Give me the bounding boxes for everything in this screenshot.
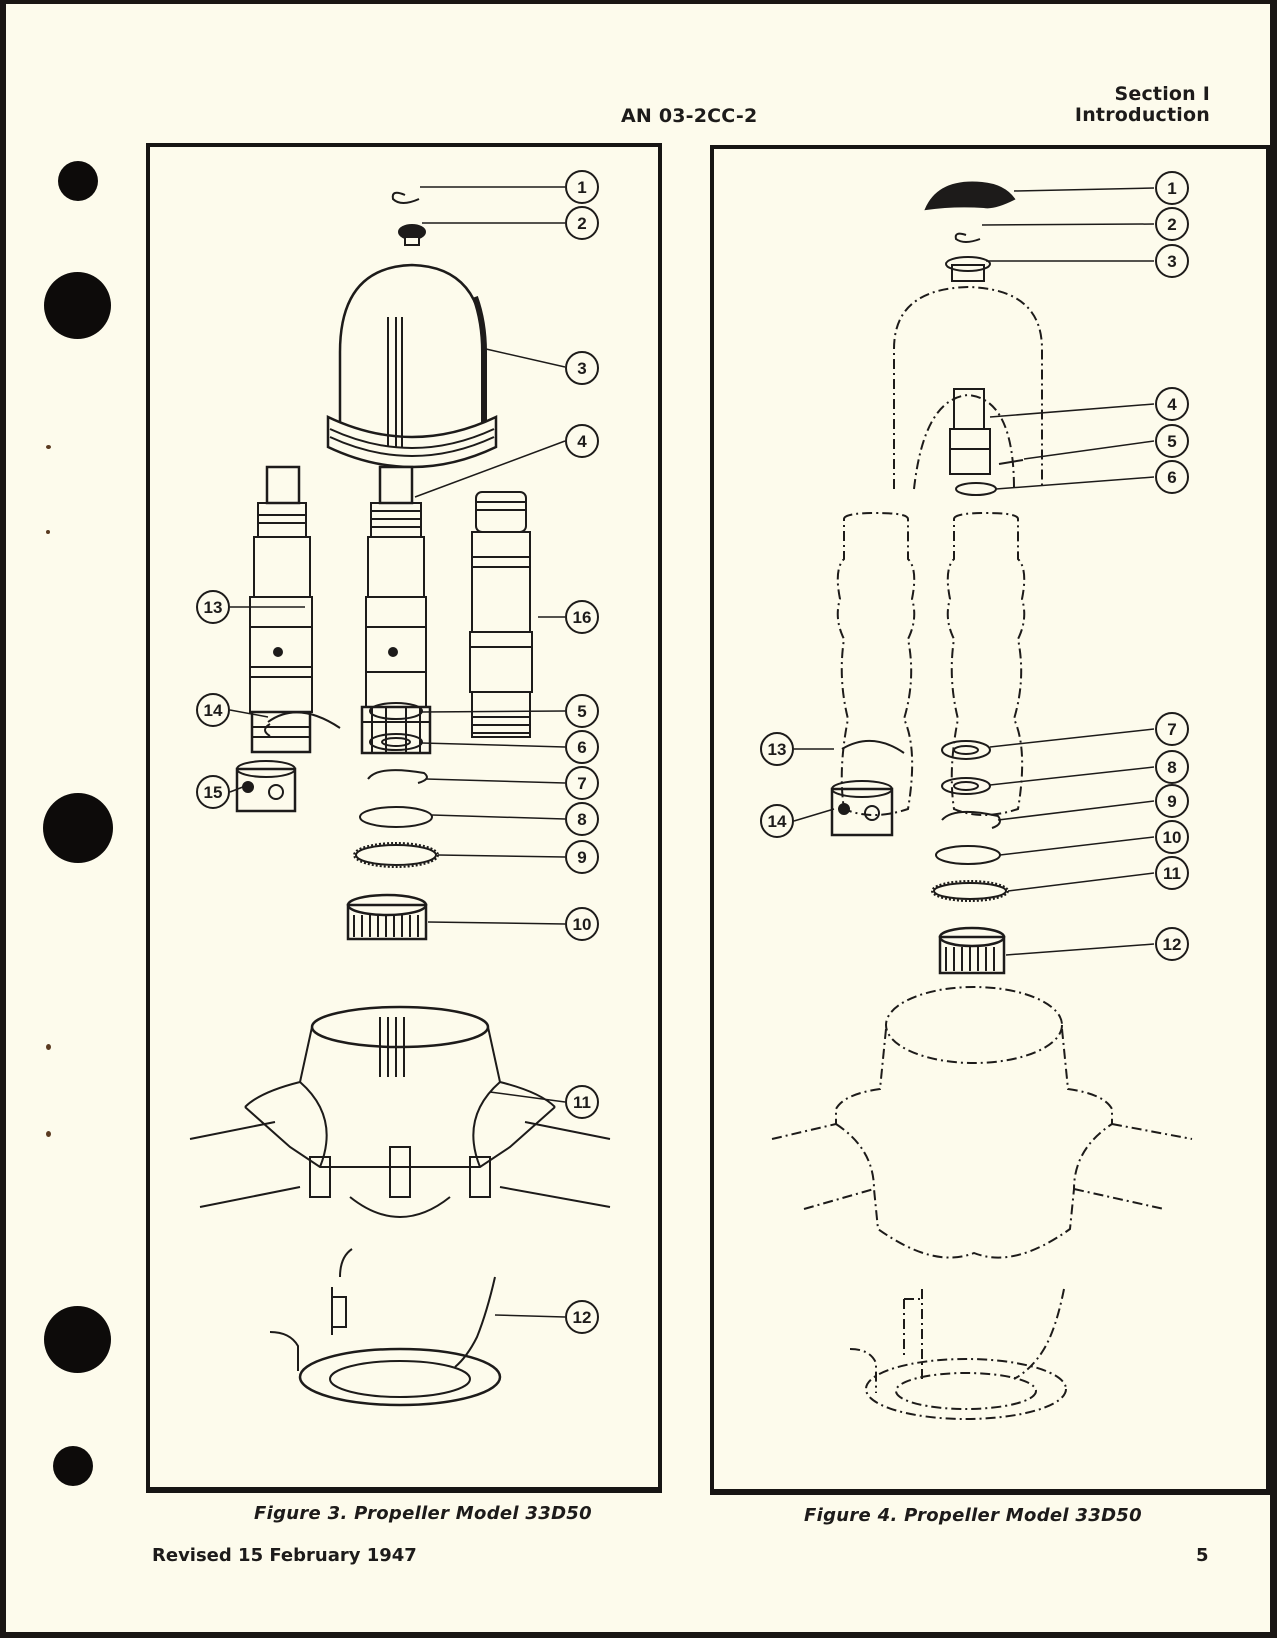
callout-5: 5 [577,702,586,721]
callout-9: 9 [577,848,586,867]
callouts-figure-3 [229,186,566,1318]
column-16 [469,491,533,738]
page-number: 5 [1196,1545,1209,1566]
speck [46,1131,51,1137]
phantom-columns [836,511,1026,816]
hub-11 [189,1005,611,1218]
document-number: AN 03-2CC-2 [621,105,758,127]
column-4 [360,465,432,755]
callout-14: 14 [768,812,787,831]
speck [46,445,51,449]
section-title: Introduction [1074,104,1210,126]
callout-7: 7 [1167,720,1176,739]
figure-3-caption: Figure 3. Propeller Model 33D50 [254,1503,592,1524]
callout-16: 16 [573,608,592,627]
callout-6: 6 [577,738,586,757]
figure-4-illustration: 1 2 3 4 5 6 7 8 9 10 11 12 13 14 [760,171,1193,1420]
figure-4-caption: Figure 4. Propeller Model 33D50 [804,1505,1142,1526]
callout-11: 11 [573,1093,591,1112]
binder-hole [43,793,113,863]
manual-page: AN 03-2CC-2 Section I Introduction [6,4,1270,1632]
column-13 [249,465,313,754]
callout-8: 8 [1167,758,1176,777]
callout-11: 11 [1163,864,1181,883]
linkage-12 [269,1248,502,1407]
section-label: Section I [1114,83,1210,105]
phantom-hub [771,986,1193,1420]
binder-hole [58,161,98,201]
callout-1: 1 [1167,179,1176,198]
callout-12: 12 [573,1308,592,1327]
callout-14: 14 [204,701,223,720]
callout-4: 4 [577,432,587,451]
callout-3: 3 [577,359,586,378]
callout-2: 2 [1167,215,1176,234]
callout-6: 6 [1167,468,1176,487]
binder-hole [44,1306,111,1373]
callout-4: 4 [1167,395,1177,414]
callout-circle-layer: 1 2 3 4 5 6 7 8 9 10 11 12 13 14 15 16 [196,170,599,1334]
callout-5: 5 [1167,432,1176,451]
speck [46,530,50,534]
callout-2: 2 [577,214,586,233]
revision-date: Revised 15 February 1947 [152,1545,417,1566]
callout-3: 3 [1167,252,1176,271]
callout-8: 8 [577,810,586,829]
callout-9: 9 [1167,792,1176,811]
figure-3-frame: 1 2 3 4 5 6 7 8 9 10 11 12 13 14 15 16 [146,143,662,1491]
section-heading: Section I Introduction [1075,84,1210,126]
figure-4-frame: 1 2 3 4 5 6 7 8 9 10 11 12 13 14 [710,145,1270,1493]
callout-1: 1 [577,178,586,197]
callouts-figure-4 [793,187,1155,956]
callout-13: 13 [768,740,787,759]
callout-13: 13 [204,598,223,617]
binder-hole [53,1446,93,1486]
callout-7: 7 [577,774,586,793]
figure-3-illustration [189,186,611,1407]
callout-10: 10 [573,915,592,934]
callout-12: 12 [1163,935,1182,954]
callout-circle-layer [760,171,1189,961]
speck [46,1044,51,1050]
callout-15: 15 [204,783,223,802]
binder-hole [44,272,111,339]
callout-10: 10 [1163,828,1182,847]
